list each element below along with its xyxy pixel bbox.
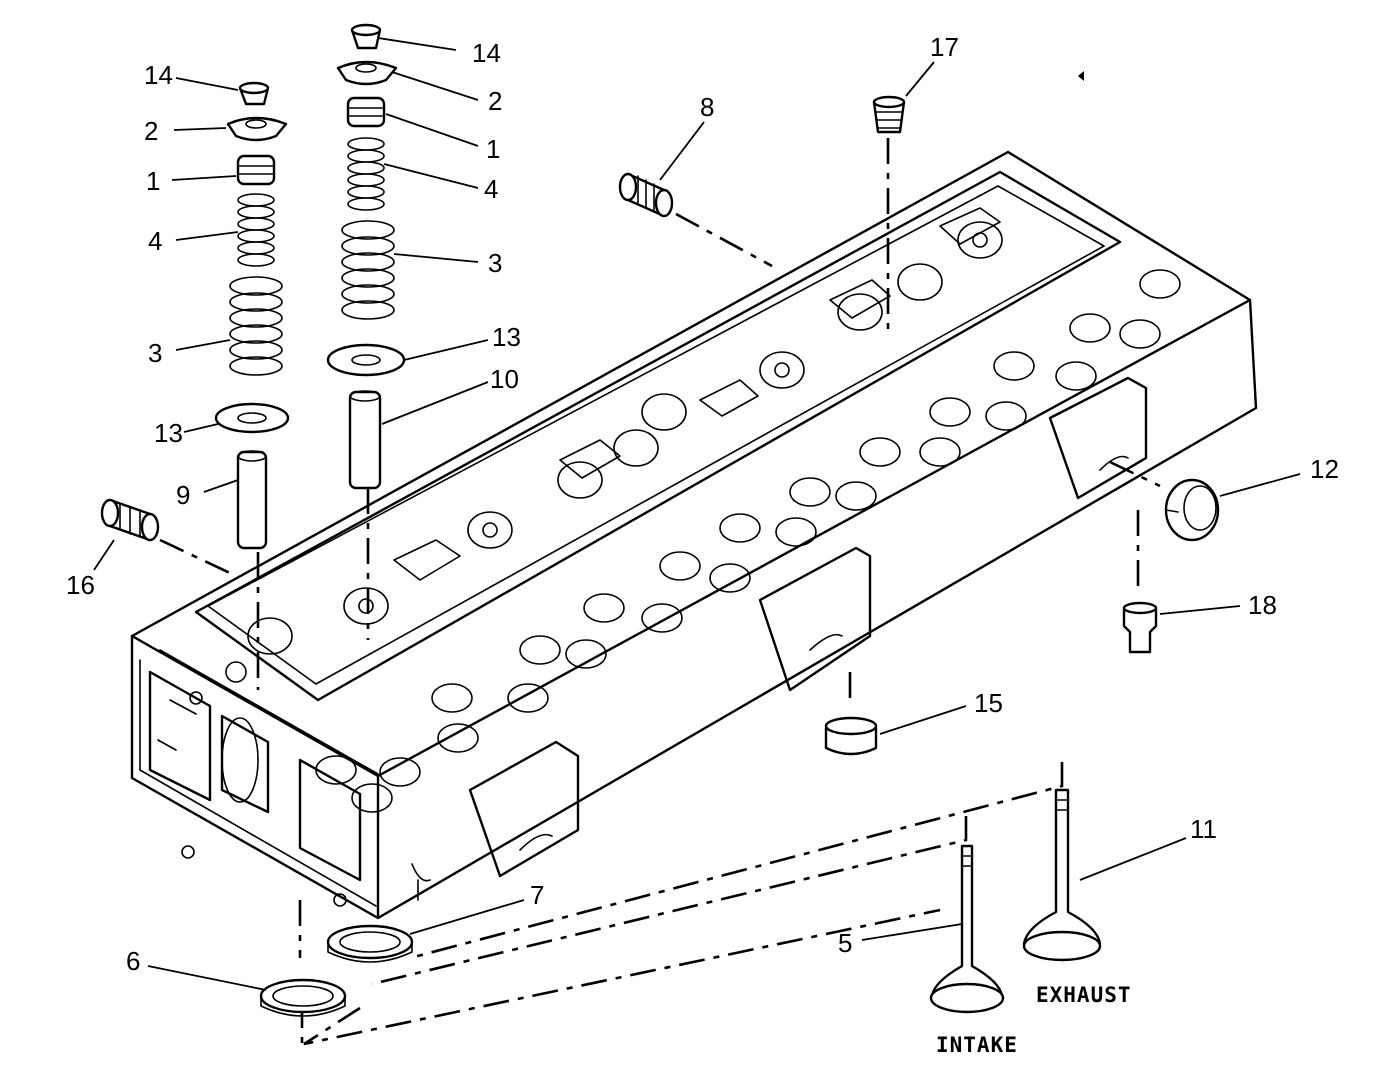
- washer-part-13-left: [214, 402, 290, 434]
- leader-lines: [93, 37, 1301, 991]
- small-triangle-icon: [1078, 71, 1084, 81]
- valve-seal-part-1-center: [346, 96, 386, 128]
- callout-4-left: 4: [148, 226, 162, 256]
- inner-spring-part-4-center: [347, 137, 385, 211]
- callout-1-left: 1: [146, 166, 160, 196]
- callout-5: 5: [838, 928, 852, 958]
- callout-11: 11: [1190, 814, 1217, 844]
- callout-18: 18: [1248, 590, 1277, 620]
- seal-ring-part-12: [1164, 478, 1220, 542]
- plug-part-15: [824, 716, 878, 756]
- callout-8: 8: [700, 92, 714, 122]
- exhaust-caption: EXHAUST: [1036, 983, 1132, 1007]
- callout-16: 16: [66, 570, 95, 600]
- seat-insert-part-7: [326, 924, 414, 963]
- callout-3-center: 3: [488, 248, 502, 278]
- assembly-lines: [159, 138, 1161, 1046]
- spring-retainer-part-2-left: [226, 116, 288, 142]
- callout-2-center: 2: [488, 86, 502, 116]
- callout-10: 10: [490, 364, 519, 394]
- outer-spring-part-3-left: [229, 276, 283, 376]
- callout-6: 6: [126, 946, 140, 976]
- callout-14-center: 14: [472, 38, 501, 68]
- callout-14-left: 14: [144, 60, 173, 90]
- callout-12: 12: [1310, 454, 1339, 484]
- callout-4-center: 4: [484, 174, 498, 204]
- valve-seal-part-1-left: [236, 154, 276, 186]
- callout-3-left: 3: [148, 338, 162, 368]
- seat-insert-part-6: [259, 978, 347, 1017]
- plug-part-18: [1122, 601, 1158, 654]
- plug-part-8: [618, 172, 674, 218]
- rocker-pedestals: [247, 207, 1003, 655]
- valve-guide-part-9: [236, 450, 268, 550]
- plug-part-16: [100, 498, 160, 542]
- callout-labels: 14 2 1 4 3 13 9 16 14 2 1 4 3 13 10 8 17…: [66, 32, 1339, 976]
- callout-7: 7: [530, 880, 544, 910]
- intake-caption: INTAKE: [936, 1033, 1018, 1057]
- center-valve-stack: [326, 23, 406, 490]
- inner-spring-part-4-left: [237, 193, 275, 267]
- washer-part-13-center: [326, 343, 406, 377]
- callout-17: 17: [930, 32, 959, 62]
- callout-1-center: 1: [486, 134, 500, 164]
- callout-9: 9: [176, 480, 190, 510]
- callout-15: 15: [974, 688, 1003, 718]
- outer-spring-part-3-center: [341, 220, 395, 320]
- callout-2-left: 2: [144, 116, 158, 146]
- valve-guide-part-10: [348, 390, 382, 490]
- exhaust-valve-part-11: [1022, 788, 1102, 962]
- callout-13-left: 13: [154, 418, 183, 448]
- cylinder-head-block: [130, 150, 1258, 920]
- callout-13-center: 13: [492, 322, 521, 352]
- intake-valve-part-5: [929, 844, 1005, 1014]
- left-valve-stack: [214, 81, 290, 550]
- spring-retainer-part-2-center: [336, 60, 398, 86]
- plug-part-17: [872, 95, 906, 134]
- valve-seat-row: [315, 269, 1181, 813]
